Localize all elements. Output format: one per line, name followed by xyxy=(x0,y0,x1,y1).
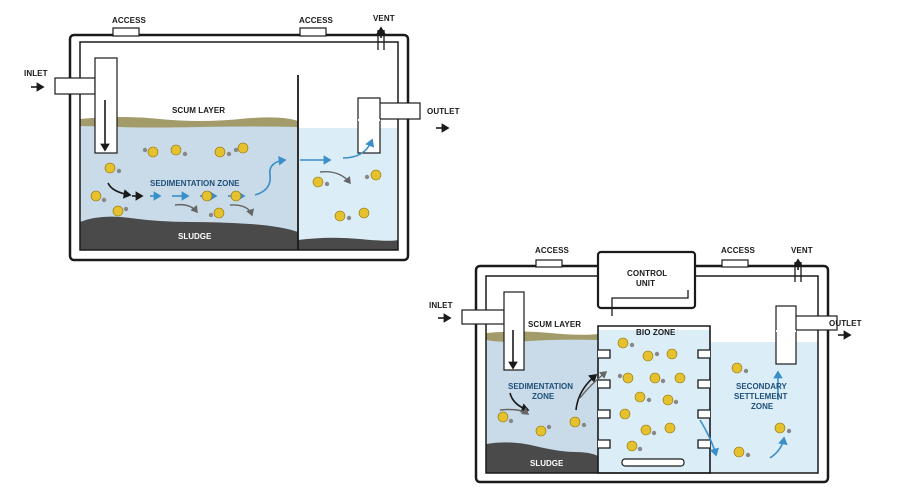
tank1-inner-wall xyxy=(79,41,399,251)
tank2-bacteria xyxy=(497,337,792,458)
tank2-inlet-label: INLET xyxy=(429,301,453,310)
tank1-outlet-drop xyxy=(357,97,381,154)
tank1-inlet-label: INLET xyxy=(24,69,48,78)
tank1-access-left-label: ACCESS xyxy=(112,16,147,25)
control-unit-cable xyxy=(611,290,689,316)
tank2-sludge xyxy=(486,442,598,473)
tank2-access-right-label: ACCESS xyxy=(721,246,756,255)
tank1-outlet-label: OUTLET xyxy=(427,107,460,116)
tank2-sludge-label: SLUDGE xyxy=(530,459,564,468)
tank2-access-right xyxy=(721,259,749,268)
tank2-access-left-label: ACCESS xyxy=(535,246,570,255)
tank1-water-secondary xyxy=(298,128,398,250)
tank2-sedimentation-label-line2: ZONE xyxy=(532,392,555,401)
tank1-vent-label: VENT xyxy=(373,14,395,23)
tank2-water-right xyxy=(710,342,818,473)
bio-zone-label: BIO ZONE xyxy=(636,328,676,337)
tank2-scum-label: SCUM LAYER xyxy=(528,320,581,329)
tank1-inlet-pipe xyxy=(54,77,96,95)
tank1-access-right xyxy=(299,27,327,37)
tank2-outlet-label: OUTLET xyxy=(829,319,862,328)
tank1-sedimentation-label: SEDIMENTATION ZONE xyxy=(150,179,240,188)
tank2-outlet-drop xyxy=(775,305,797,365)
tank1-sludge-label: SLUDGE xyxy=(178,232,212,241)
bio-zone-box xyxy=(597,325,711,474)
tank2-inlet-drop xyxy=(503,291,525,371)
tank1-sludge xyxy=(80,216,298,250)
bio-zone-diffuser xyxy=(621,458,685,467)
bio-zone-baffles-left xyxy=(598,349,611,449)
tank1-access-right-label: ACCESS xyxy=(299,16,334,25)
control-unit-label-line2: UNIT xyxy=(636,279,655,288)
tank1-bacteria xyxy=(90,142,382,222)
tank1-access-left xyxy=(112,27,140,37)
tank1-inlet-drop xyxy=(94,57,118,154)
tank2-inlet-pipe xyxy=(461,309,505,325)
tank1-outlet-pipe xyxy=(377,102,421,120)
tank2-water-bio xyxy=(598,330,710,473)
control-unit-box xyxy=(596,250,697,310)
tank2-access-left xyxy=(535,259,563,268)
tank1-scum-layer xyxy=(80,117,298,128)
secondary-settlement-label-line2: SETTLEMENT xyxy=(734,392,787,401)
tank2-vent-label: VENT xyxy=(791,246,813,255)
tank2-sedimentation-label-line1: SEDIMENTATION xyxy=(508,382,573,391)
secondary-settlement-label-line3: ZONE xyxy=(751,402,774,411)
tank1-sludge-right xyxy=(298,237,398,250)
tank-1: ACCESS ACCESS VENT INLET OUTLET SCUM LAY… xyxy=(24,14,460,262)
tank1-scum-label: SCUM LAYER xyxy=(172,106,225,115)
tank1-outer-wall xyxy=(68,33,410,262)
bio-zone-baffles-right xyxy=(697,349,710,449)
secondary-settlement-label-line1: SECONDARY xyxy=(736,382,787,391)
tank-2: ACCESS ACCESS VENT INLET OUTLET CONTROL … xyxy=(429,246,862,484)
control-unit-label-line1: CONTROL xyxy=(627,269,667,278)
